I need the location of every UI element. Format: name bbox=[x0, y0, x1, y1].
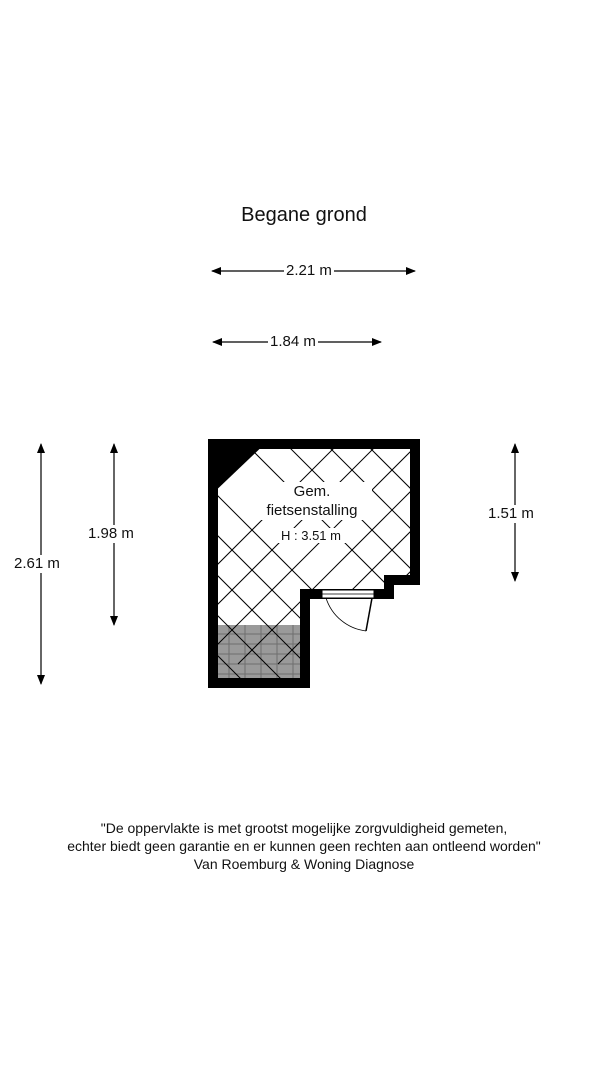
room-name: Gem. fietsenstalling bbox=[252, 482, 372, 520]
disclaimer: "De oppervlakte is met grootst mogelijke… bbox=[0, 819, 608, 873]
dim-label-height-outer: 2.61 m bbox=[12, 555, 62, 573]
corner-column bbox=[208, 439, 270, 498]
room-name-line1: Gem. bbox=[293, 483, 331, 500]
tile-grid bbox=[213, 625, 305, 683]
dim-label-width-inner: 1.84 m bbox=[268, 333, 318, 351]
disclaimer-line2: echter biedt geen garantie en er kunnen … bbox=[67, 838, 541, 854]
floor-title: Begane grond bbox=[241, 204, 367, 226]
dim-label-height-inner: 1.98 m bbox=[86, 525, 136, 543]
door bbox=[321, 589, 375, 632]
walls bbox=[208, 439, 420, 688]
dim-label-width-outer: 2.21 m bbox=[284, 262, 334, 280]
disclaimer-line3: Van Roemburg & Woning Diagnose bbox=[193, 856, 415, 872]
room-name-line2: fietsenstalling bbox=[266, 502, 358, 519]
dim-label-height-right: 1.51 m bbox=[486, 505, 536, 523]
room-ceiling-height: H : 3.51 m bbox=[270, 528, 352, 543]
disclaimer-line1: "De oppervlakte is met grootst mogelijke… bbox=[100, 820, 508, 836]
